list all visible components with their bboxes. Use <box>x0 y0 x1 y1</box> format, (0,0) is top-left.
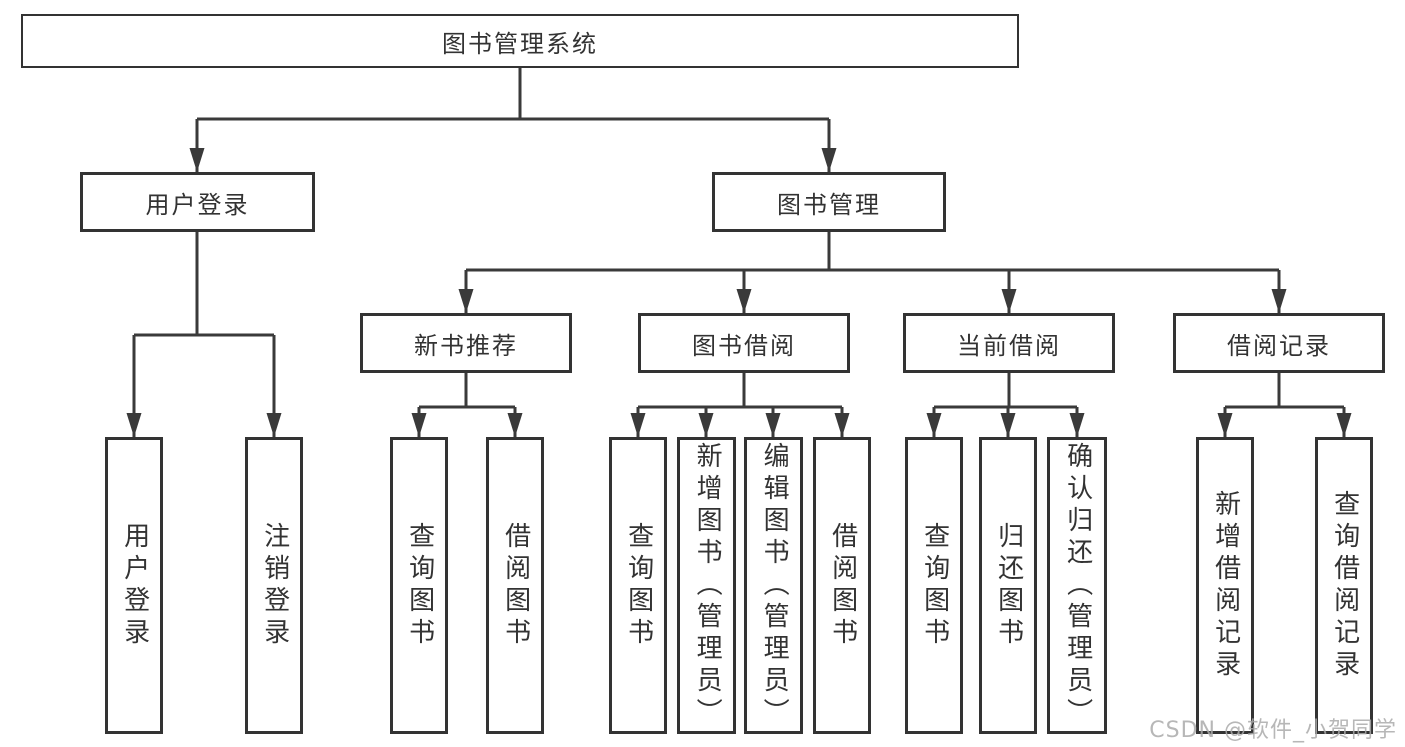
node-label: 用户登录 <box>119 521 150 650</box>
connector-book-borrow-children <box>630 373 850 437</box>
node-label: 当前借阅 <box>957 331 1061 360</box>
node-label: 新增图书（管理员） <box>692 441 723 730</box>
node-label: 查询图书 <box>919 521 950 650</box>
connector-new-book-children <box>411 373 523 437</box>
node-leaf-query-borrow-record: 查询借阅记录 <box>1315 437 1373 734</box>
node-label: 新书推荐 <box>414 331 518 360</box>
node-leaf-confirm-return-admin: 确认归还（管理员） <box>1047 437 1107 734</box>
node-leaf-return-books: 归还图书 <box>979 437 1037 734</box>
node-label: 新增借阅记录 <box>1210 489 1241 682</box>
node-label: 编辑图书（管理员） <box>759 441 790 730</box>
node-current-borrow: 当前借阅 <box>903 313 1115 373</box>
connector-root-to-level2 <box>189 68 837 172</box>
node-book-borrow: 图书借阅 <box>638 313 850 373</box>
node-leaf-borrow-books-1: 借阅图书 <box>486 437 544 734</box>
node-label: 查询借阅记录 <box>1329 489 1360 682</box>
connector-user-login-children <box>126 232 282 437</box>
node-leaf-edit-books-admin: 编辑图书（管理员） <box>744 437 803 734</box>
node-label: 借阅记录 <box>1227 331 1331 360</box>
node-leaf-query-books-3: 查询图书 <box>905 437 963 734</box>
node-leaf-query-books-1: 查询图书 <box>390 437 448 734</box>
connector-book-management-children <box>458 232 1287 313</box>
node-leaf-borrow-books-2: 借阅图书 <box>813 437 871 734</box>
connector-borrow-records-children <box>1217 373 1352 437</box>
node-label: 确认归还（管理员） <box>1062 441 1093 730</box>
node-label: 查询图书 <box>623 521 654 650</box>
node-label: 借阅图书 <box>827 521 858 650</box>
node-label: 注销登录 <box>259 521 290 650</box>
node-user-login: 用户登录 <box>80 172 315 232</box>
node-book-management: 图书管理 <box>712 172 946 232</box>
node-root: 图书管理系统 <box>21 14 1019 68</box>
node-leaf-add-books-admin: 新增图书（管理员） <box>677 437 736 734</box>
node-leaf-query-books-2: 查询图书 <box>609 437 667 734</box>
node-label: 借阅图书 <box>500 521 531 650</box>
node-leaf-add-borrow-record: 新增借阅记录 <box>1196 437 1254 734</box>
node-label: 图书管理系统 <box>442 29 598 58</box>
connector-current-borrow-children <box>926 373 1085 437</box>
node-label: 查询图书 <box>404 521 435 650</box>
node-label: 图书管理 <box>777 190 881 219</box>
node-new-book-recommend: 新书推荐 <box>360 313 572 373</box>
node-label: 图书借阅 <box>692 331 796 360</box>
node-leaf-logout: 注销登录 <box>245 437 303 734</box>
node-label: 归还图书 <box>993 521 1024 650</box>
node-borrow-records: 借阅记录 <box>1173 313 1385 373</box>
node-leaf-user-login: 用户登录 <box>105 437 163 734</box>
node-label: 用户登录 <box>145 190 250 219</box>
watermark: CSDN @软件_小贺同学 <box>1149 718 1397 743</box>
